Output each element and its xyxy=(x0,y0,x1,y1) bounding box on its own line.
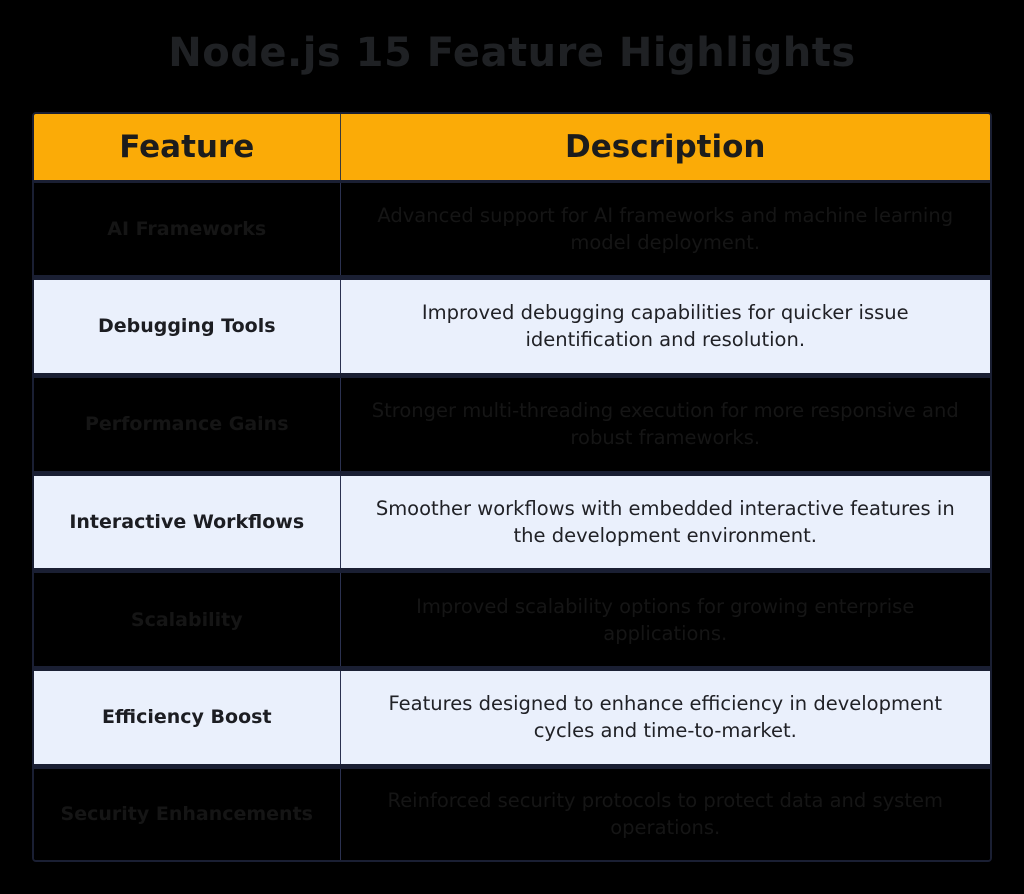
table-row: Interactive Workflows Smoother workflows… xyxy=(34,473,990,574)
description-cell: Improved debugging capabilities for quic… xyxy=(340,277,990,378)
description-cell: Features designed to enhance efficiency … xyxy=(340,668,990,769)
description-cell: Advanced support for AI frameworks and m… xyxy=(340,181,990,281)
table-row: Security Enhancements Reinforced securit… xyxy=(34,766,990,860)
feature-column-header: Feature xyxy=(34,114,341,183)
description-cell: Improved scalability options for growing… xyxy=(340,570,990,672)
feature-cell: AI Frameworks xyxy=(34,181,341,281)
feature-cell: Performance Gains xyxy=(34,375,341,476)
feature-cell: Scalability xyxy=(34,570,341,672)
feature-cell: Interactive Workflows xyxy=(34,473,341,574)
page-title: Node.js 15 Feature Highlights xyxy=(168,30,856,76)
feature-cell: Debugging Tools xyxy=(34,277,341,378)
feature-table: Feature Description AI Frameworks Advanc… xyxy=(34,114,990,860)
feature-table-container: Feature Description AI Frameworks Advanc… xyxy=(32,112,992,862)
feature-cell: Security Enhancements xyxy=(34,766,341,860)
table-row: Scalability Improved scalability options… xyxy=(34,570,990,672)
table-row: Performance Gains Stronger multi-threadi… xyxy=(34,375,990,476)
table-row: AI Frameworks Advanced support for AI fr… xyxy=(34,181,990,281)
table-row: Debugging Tools Improved debugging capab… xyxy=(34,277,990,378)
table-header-row: Feature Description xyxy=(34,114,990,183)
table-row: Efficiency Boost Features designed to en… xyxy=(34,668,990,769)
description-cell: Smoother workflows with embedded interac… xyxy=(340,473,990,574)
description-cell: Reinforced security protocols to protect… xyxy=(340,766,990,860)
description-column-header: Description xyxy=(340,114,990,183)
description-cell: Stronger multi-threading execution for m… xyxy=(340,375,990,476)
feature-cell: Efficiency Boost xyxy=(34,668,341,769)
